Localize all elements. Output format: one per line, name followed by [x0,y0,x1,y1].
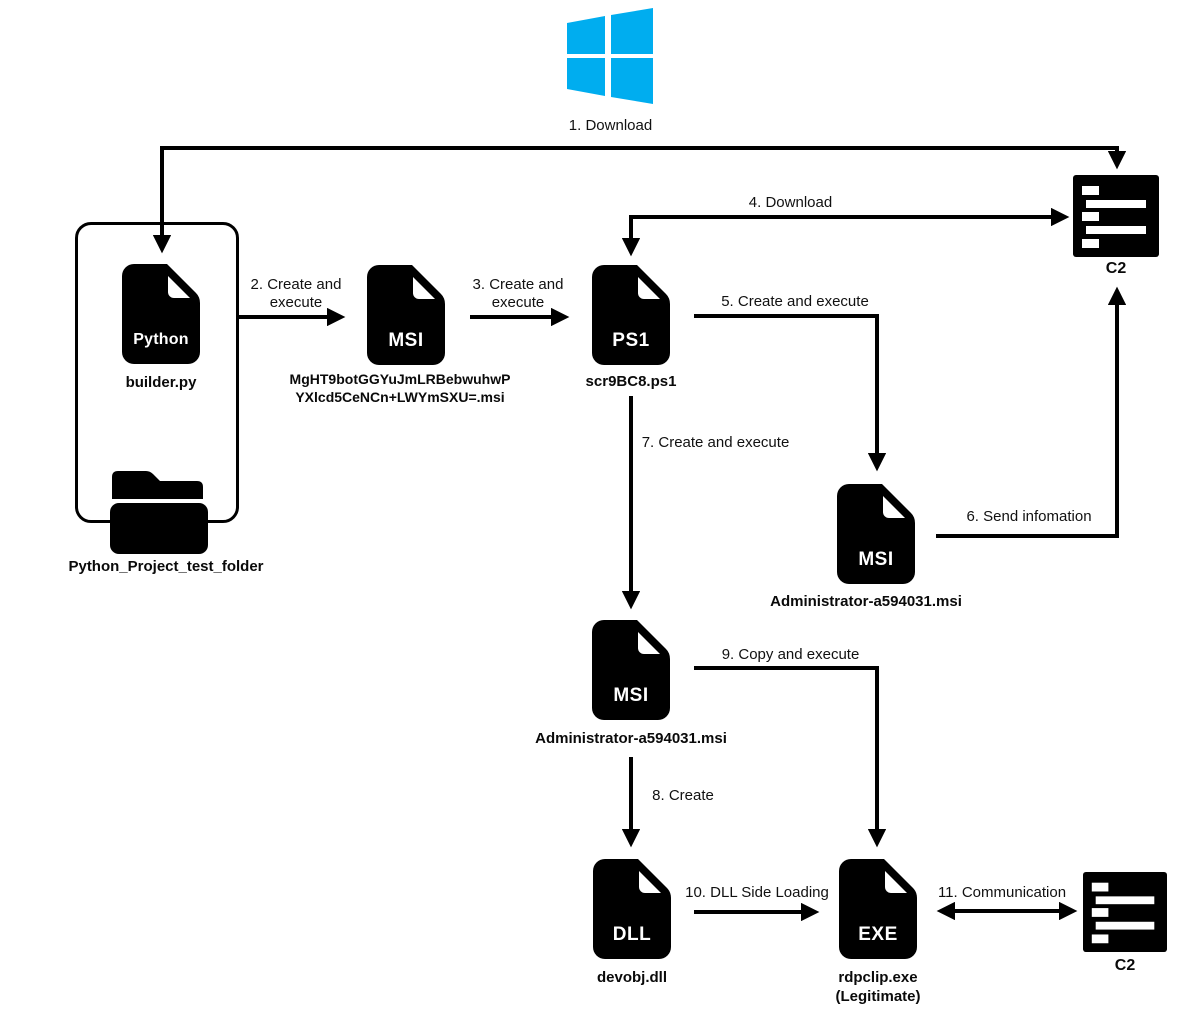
msi-file-icon-3: MSI [589,618,673,722]
step-2-line1: 2. Create and [250,276,342,293]
c2-top-label: C2 [1105,260,1127,277]
msi-file-text-2: MSI [858,549,894,570]
dll-file-text: DLL [612,924,652,945]
dll-label: devobj.dll [596,969,667,986]
msi-admin-upper-label: Administrator-a594031.msi [770,593,962,610]
msi-file-text-3: MSI [613,685,649,706]
arrow-4-download [621,207,1070,257]
msi-admin-lower-label: Administrator-a594031.msi [535,730,727,747]
msi-file-text-1: MSI [388,330,424,351]
step-7-label: 7. Create and execute [641,434,790,451]
step-3-line1: 3. Create and [472,276,564,293]
exe-file-icon: EXE [837,857,919,961]
arrow-1-download [152,146,1127,254]
builder-label: builder.py [125,374,197,391]
step-10-label: 10. DLL Side Loading [685,884,829,901]
ps1-file-text: PS1 [612,330,650,351]
step-5-label: 5. Create and execute [721,293,869,310]
msi-builder-label-line2: YXlcd5CeNCn+LWYmSXU=.msi [295,388,505,405]
dll-file-icon: DLL [591,857,673,961]
exe-label: rdpclip.exe (Legitimate) [798,969,958,1007]
folder-icon [110,467,208,554]
arrow-9-copy-execute [694,666,887,848]
step-8-label: 8. Create [652,787,714,804]
step-2-label: 2. Create and execute [240,276,352,312]
step-2-line2: execute [269,294,323,311]
c2-server-top-icon [1073,175,1159,257]
windows-logo-icon [565,8,655,104]
c2-bottom-label: C2 [1114,957,1136,974]
step-4-label: 4. Download [748,194,833,211]
step-1-label: 1. Download [568,117,653,134]
project-folder-label: Python_Project_test_folder [68,558,264,575]
step-3-line2: execute [491,294,545,311]
step-9-label: 9. Copy and execute [721,646,860,663]
ps1-label: scr9BC8.ps1 [585,373,677,390]
step-6-label: 6. Send infomation [966,508,1092,525]
c2-server-bottom-icon [1083,870,1167,954]
python-file-text: Python [133,331,189,348]
msi-file-icon-2: MSI [834,482,918,586]
exe-label-line1: rdpclip.exe [838,969,918,986]
python-file-icon: Python [120,262,202,366]
arrow-6-send-information [936,286,1127,538]
msi-builder-label: MgHT9botGGYuJmLRBebwuhwP YXlcd5CeNCn+LWY… [287,371,513,406]
msi-builder-label-line1: MgHT9botGGYuJmLRBebwuhwP [289,371,511,387]
msi-file-icon-1: MSI [365,263,447,367]
step-3-label: 3. Create and execute [462,276,574,312]
step-11-label: 11. Communication [937,884,1067,901]
ps1-file-icon: PS1 [590,263,672,367]
exe-label-line2: (Legitimate) [835,987,921,1005]
exe-file-text: EXE [858,924,898,945]
arrow-5-create-execute [694,314,887,472]
